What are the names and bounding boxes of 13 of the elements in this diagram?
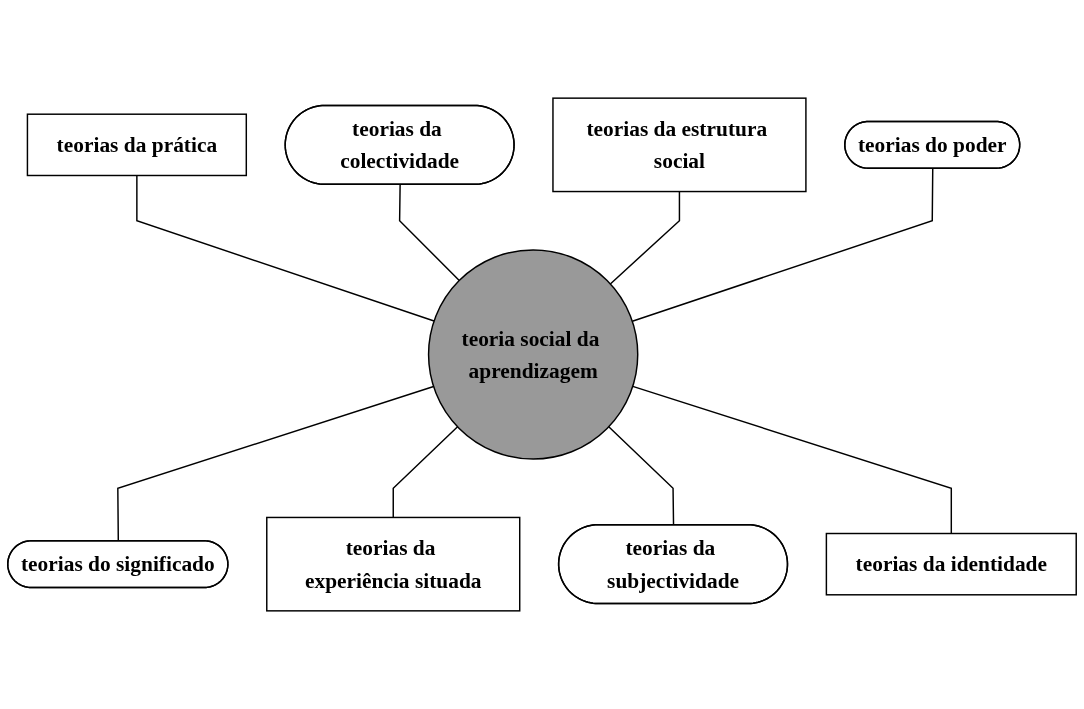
connector: [609, 190, 681, 285]
connector: [117, 385, 435, 542]
node-circle: teoria social da aprendizagem: [427, 249, 639, 460]
connector: [631, 167, 934, 322]
connector: [608, 426, 675, 526]
node-box: teorias da identidade: [825, 532, 1077, 596]
connector: [398, 184, 460, 282]
node-box: teorias da experiência situada: [266, 516, 521, 612]
node-box: teorias da prática: [26, 113, 248, 177]
node-box: teorias da estrutura social: [552, 97, 807, 193]
connector: [136, 174, 435, 322]
connector: [392, 426, 459, 519]
connector: [632, 385, 953, 535]
